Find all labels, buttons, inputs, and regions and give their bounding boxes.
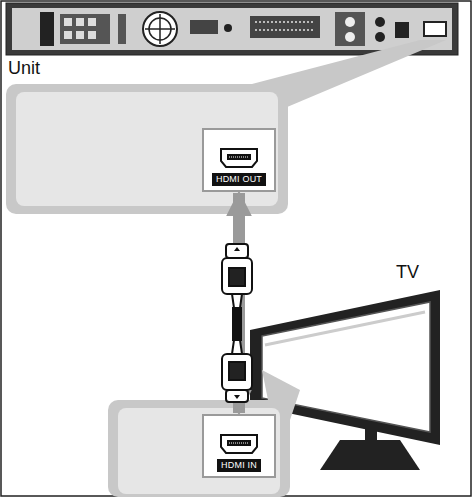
hdmi-port-icon (219, 432, 259, 456)
hdmi-port-box: HDMI OUT (202, 128, 276, 192)
hdmi-port-icon (219, 146, 259, 170)
port-label: HDMI IN (217, 459, 261, 472)
port-label: HDMI OUT (212, 173, 266, 186)
device-label: Unit (8, 58, 40, 78)
device-label: TV (396, 262, 419, 282)
hdmi-port-box: HDMI IN (202, 414, 276, 478)
